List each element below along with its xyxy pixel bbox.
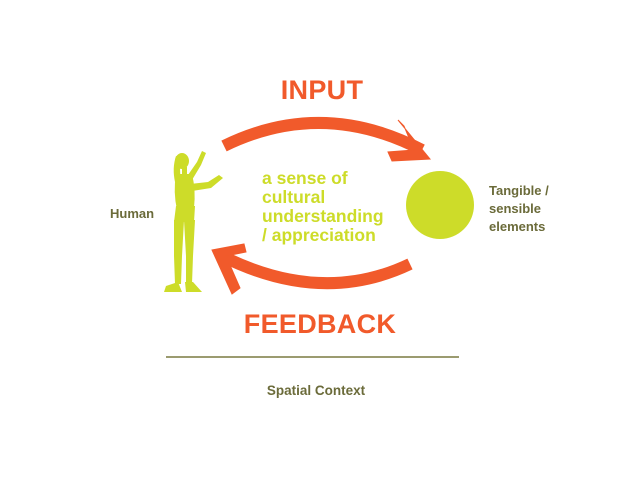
input-heading: INPUT	[281, 75, 364, 105]
input-arrow-shaft	[221, 116, 425, 156]
center-text-line: a sense of	[262, 168, 348, 188]
human-silhouette-icon	[164, 151, 223, 292]
center-text-line: understanding	[262, 206, 384, 226]
tangible-label-line: Tangible /	[489, 183, 549, 198]
feedback-arrow-head	[211, 243, 247, 295]
feedback-heading: FEEDBACK	[244, 309, 397, 339]
feedback-arrow	[211, 243, 413, 295]
center-text-line: / appreciation	[262, 225, 376, 245]
center-text: a sense of cultural understanding / appr…	[262, 168, 384, 245]
spatial-context-label: Spatial Context	[267, 383, 366, 398]
tangible-label-line: elements	[489, 219, 545, 234]
tangible-element-circle-icon	[406, 171, 474, 239]
feedback-arrow-shaft	[219, 250, 413, 290]
tangible-label-line: sensible	[489, 201, 541, 216]
center-text-line: cultural	[262, 187, 325, 207]
human-label: Human	[110, 206, 154, 221]
input-arrow	[221, 116, 432, 162]
input-arrow-head	[387, 119, 432, 162]
tangible-label: Tangible / sensible elements	[489, 183, 549, 234]
